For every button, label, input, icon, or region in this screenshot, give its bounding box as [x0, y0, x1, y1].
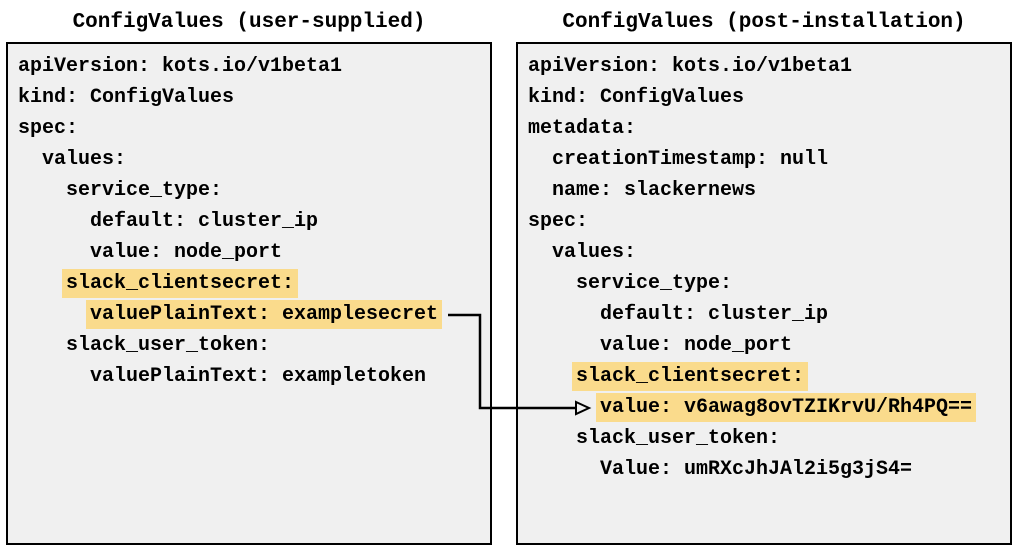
- code-line: slack_clientsecret:: [528, 361, 1000, 392]
- code-line: spec:: [528, 206, 1000, 237]
- code-line: creationTimestamp: null: [528, 144, 1000, 175]
- code-line: kind: ConfigValues: [18, 82, 480, 113]
- code-line: service_type:: [528, 268, 1000, 299]
- code-line: Value: umRXcJhJAl2i5g3jS4=: [528, 454, 1000, 485]
- code-text: creationTimestamp: null: [552, 148, 829, 171]
- code-text: kind: ConfigValues: [18, 86, 235, 109]
- highlighted-code-text: value: v6awag8ovTZIKrvU/Rh4PQ==: [596, 393, 977, 422]
- right-config-panel: apiVersion: kots.io/v1beta1 kind: ConfigV…: [516, 42, 1012, 545]
- code-line: service_type:: [18, 175, 480, 206]
- code-line: slack_user_token:: [528, 423, 1000, 454]
- code-text: spec:: [18, 117, 79, 140]
- code-line: slack_user_token:: [18, 330, 480, 361]
- code-line: name: slackernews: [528, 175, 1000, 206]
- highlighted-code-text: slack_clientsecret:: [572, 362, 809, 391]
- code-line: slack_clientsecret:: [18, 268, 480, 299]
- code-text: apiVersion: kots.io/v1beta1: [18, 55, 343, 78]
- code-text: slack_user_token:: [576, 427, 781, 450]
- code-line: default: cluster_ip: [18, 206, 480, 237]
- code-text: default: cluster_ip: [90, 210, 319, 233]
- right-code-block: apiVersion: kots.io/v1beta1 kind: ConfigV…: [518, 44, 1010, 492]
- code-line: values:: [528, 237, 1000, 268]
- code-text: default: cluster_ip: [600, 303, 829, 326]
- code-text: values:: [552, 241, 637, 264]
- code-text: kind: ConfigValues: [528, 86, 745, 109]
- code-line: kind: ConfigValues: [528, 82, 1000, 113]
- code-line: apiVersion: kots.io/v1beta1: [18, 51, 480, 82]
- code-line: values:: [18, 144, 480, 175]
- left-config-panel: apiVersion: kots.io/v1beta1 kind: ConfigV…: [6, 42, 492, 545]
- code-line: metadata:: [528, 113, 1000, 144]
- highlighted-code-text: valuePlainText: examplesecret: [86, 300, 443, 329]
- left-code-block: apiVersion: kots.io/v1beta1 kind: ConfigV…: [8, 44, 490, 399]
- code-text: name: slackernews: [552, 179, 757, 202]
- highlighted-code-text: slack_clientsecret:: [62, 269, 299, 298]
- code-line: valuePlainText: exampletoken: [18, 361, 480, 392]
- code-text: slack_user_token:: [66, 334, 271, 357]
- code-text: metadata:: [528, 117, 637, 140]
- code-line: value: node_port: [18, 237, 480, 268]
- code-text: valuePlainText: exampletoken: [90, 365, 427, 388]
- code-text: service_type:: [576, 272, 733, 295]
- code-text: service_type:: [66, 179, 223, 202]
- code-line: value: node_port: [528, 330, 1000, 361]
- code-text: values:: [42, 148, 127, 171]
- code-line: apiVersion: kots.io/v1beta1: [528, 51, 1000, 82]
- code-text: apiVersion: kots.io/v1beta1: [528, 55, 853, 78]
- code-text: value: node_port: [90, 241, 283, 264]
- code-line: default: cluster_ip: [528, 299, 1000, 330]
- code-text: spec:: [528, 210, 589, 233]
- code-line: valuePlainText: examplesecret: [18, 299, 480, 330]
- code-line: spec:: [18, 113, 480, 144]
- code-text: value: node_port: [600, 334, 793, 357]
- right-panel-title: ConfigValues (post-installation): [562, 11, 966, 34]
- code-line: value: v6awag8ovTZIKrvU/Rh4PQ==: [528, 392, 1000, 423]
- code-text: Value: umRXcJhJAl2i5g3jS4=: [600, 458, 913, 481]
- left-panel-title: ConfigValues (user-supplied): [72, 11, 426, 34]
